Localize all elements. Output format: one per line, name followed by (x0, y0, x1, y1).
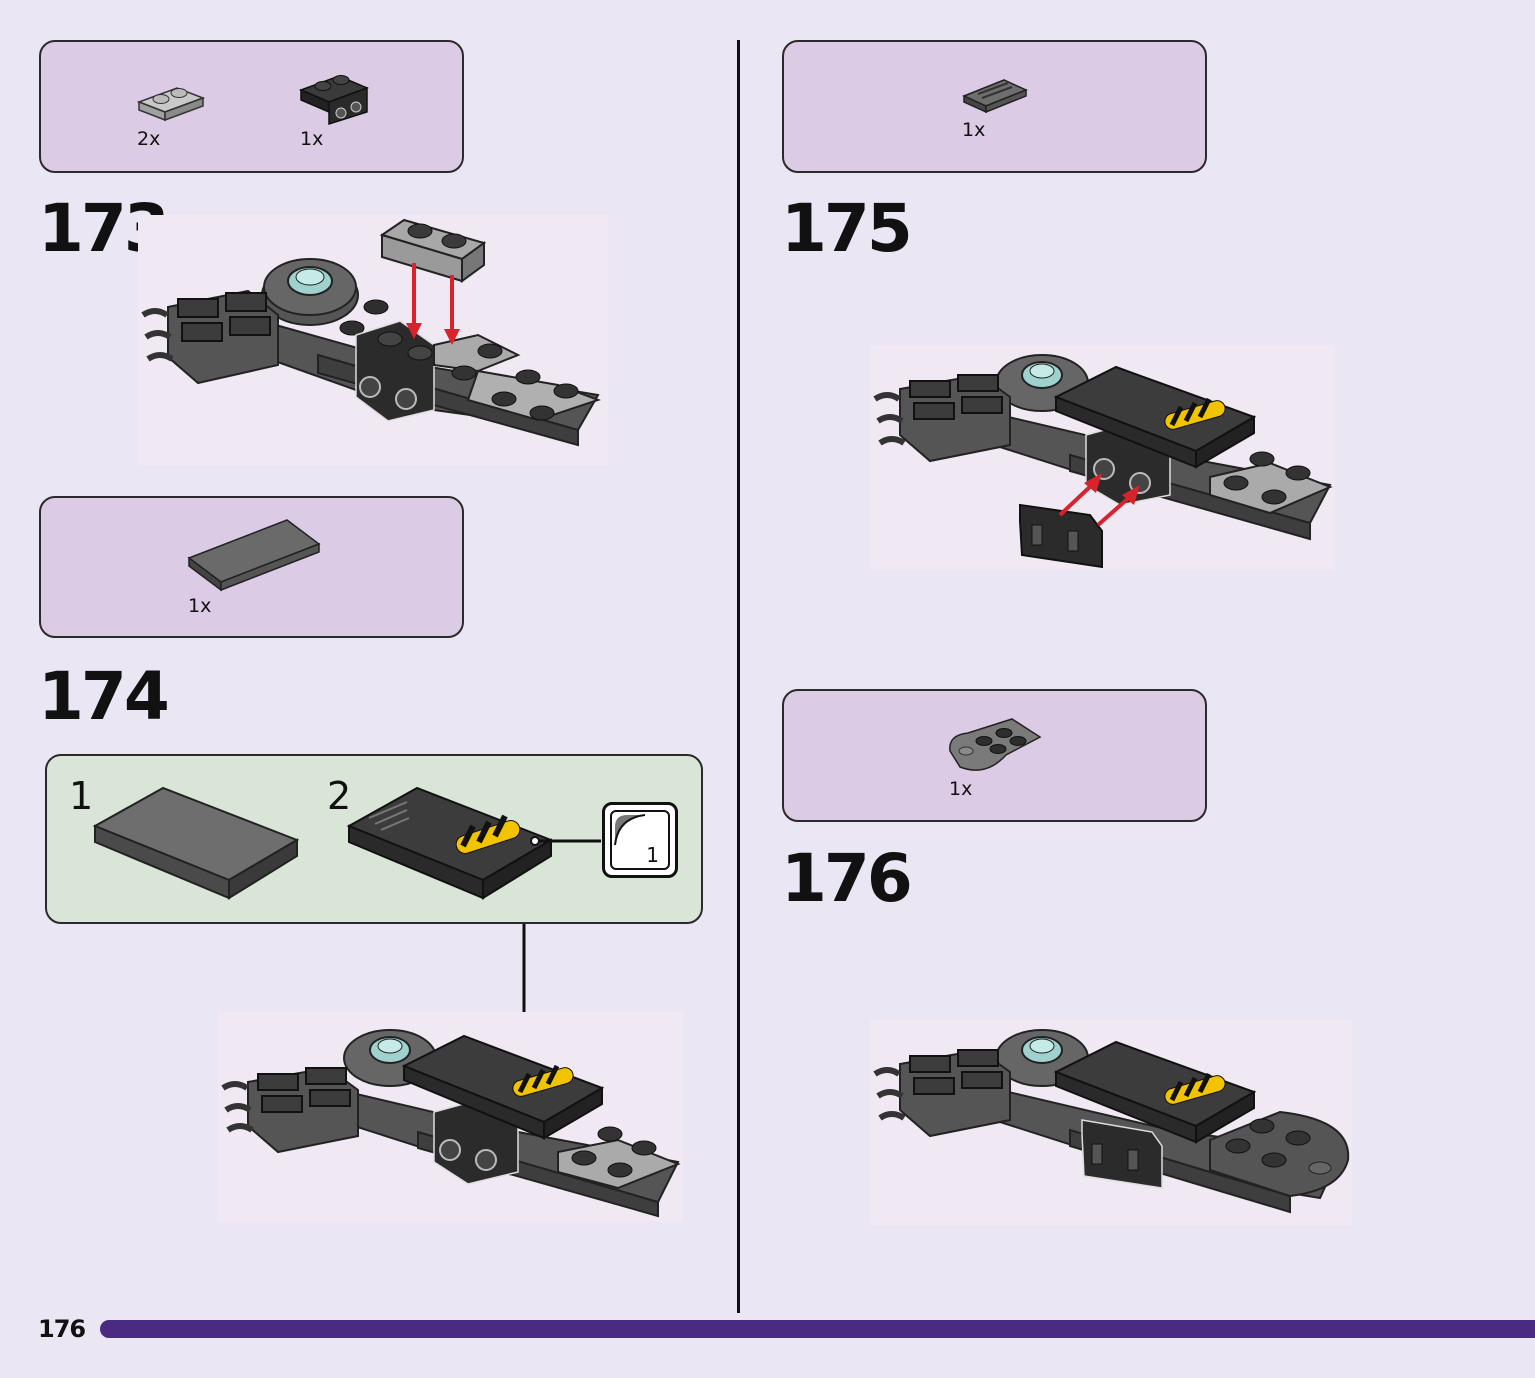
sticker-sheet-icon (610, 810, 670, 870)
sticker-number: 1 (646, 843, 659, 867)
sub-assembly-box: 1 2 (45, 754, 703, 924)
part-qty: 1x (300, 128, 324, 150)
sub-step-number: 1 (69, 774, 94, 818)
part-qty: 1x (962, 119, 986, 141)
column-divider (737, 40, 740, 1313)
parts-box-step-175: 1x (782, 40, 1207, 173)
bracket-1x2-black-icon (298, 75, 370, 126)
footer-bar (100, 1320, 1535, 1338)
model-step-174 (218, 1012, 683, 1222)
part-qty: 2x (137, 128, 161, 150)
model-step-176 (870, 1020, 1352, 1225)
tile-2x4-dark-grey-icon (92, 786, 300, 900)
page-number: 176 (38, 1315, 86, 1343)
wedge-plate-round-icon (949, 718, 1042, 771)
sticker-callout: 1 (602, 802, 678, 878)
part-qty: 1x (188, 595, 212, 617)
parts-box-step-174: 1x (39, 496, 464, 638)
model-step-175 (870, 345, 1335, 570)
tile-with-sticker-icon (346, 786, 601, 900)
step-number-175: 175 (781, 190, 913, 267)
step-number-176: 176 (781, 840, 913, 917)
part-qty: 1x (949, 778, 973, 800)
parts-box-step-173: 2x 1x (39, 40, 464, 173)
model-step-173 (138, 215, 608, 465)
tile-1x2-grille-icon (962, 79, 1028, 114)
page-curl-icon (614, 814, 646, 846)
step-number-174: 174 (38, 658, 170, 735)
sub-step-number: 2 (327, 774, 352, 818)
plate-1x2-light-grey-icon (136, 87, 206, 122)
tile-2x4-dark-grey-icon (187, 519, 321, 592)
parts-box-step-176: 1x (782, 689, 1207, 822)
